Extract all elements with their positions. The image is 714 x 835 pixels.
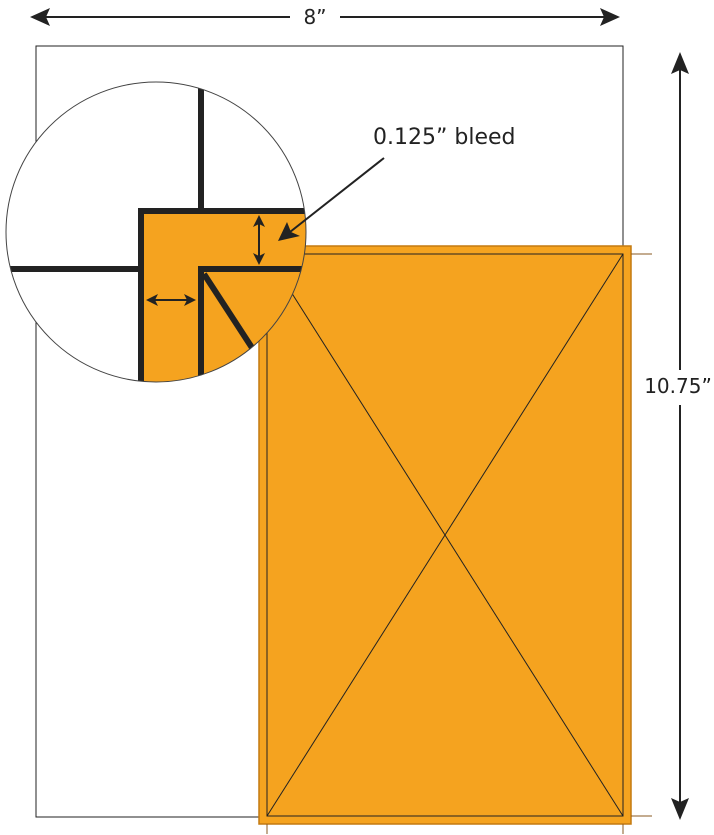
- bleed-label: 0.125” bleed: [373, 125, 515, 150]
- zoom-trim-edge: [198, 266, 306, 382]
- bleed-callout-leader: [289, 157, 385, 233]
- bleed-measure-horizontal-arrow-left: [146, 294, 158, 306]
- width-label: 8”: [303, 5, 326, 29]
- bleed-measure-horizontal-arrow-right: [184, 294, 196, 306]
- height-dimension: 10.75”: [644, 52, 712, 820]
- bleed-measure-horizontal: [146, 294, 196, 306]
- height-arrowhead-bottom: [671, 798, 689, 820]
- trim-line: [266, 253, 624, 817]
- bleed-callout-arrowhead: [278, 222, 300, 241]
- bleed-sheet: [258, 245, 652, 834]
- height-label: 10.75”: [644, 374, 712, 398]
- width-arrowhead-left: [30, 8, 50, 26]
- image-placeholder-diagonal-2: [266, 253, 624, 817]
- bleed-measure-vertical: [253, 215, 265, 265]
- width-arrowhead-right: [600, 8, 620, 26]
- bleed-measure-vertical-arrow-top: [253, 215, 265, 227]
- zoom-circle-outline: [5, 81, 307, 383]
- zoom-bleed-edge: [138, 208, 306, 382]
- bleed-measure-vertical-arrow-bottom: [253, 253, 265, 265]
- zoom-diagonal: [201, 272, 263, 362]
- bleed-callout: 0.125” bleed: [278, 125, 515, 241]
- width-dimension: 8”: [30, 5, 620, 29]
- height-arrowhead-top: [671, 52, 689, 74]
